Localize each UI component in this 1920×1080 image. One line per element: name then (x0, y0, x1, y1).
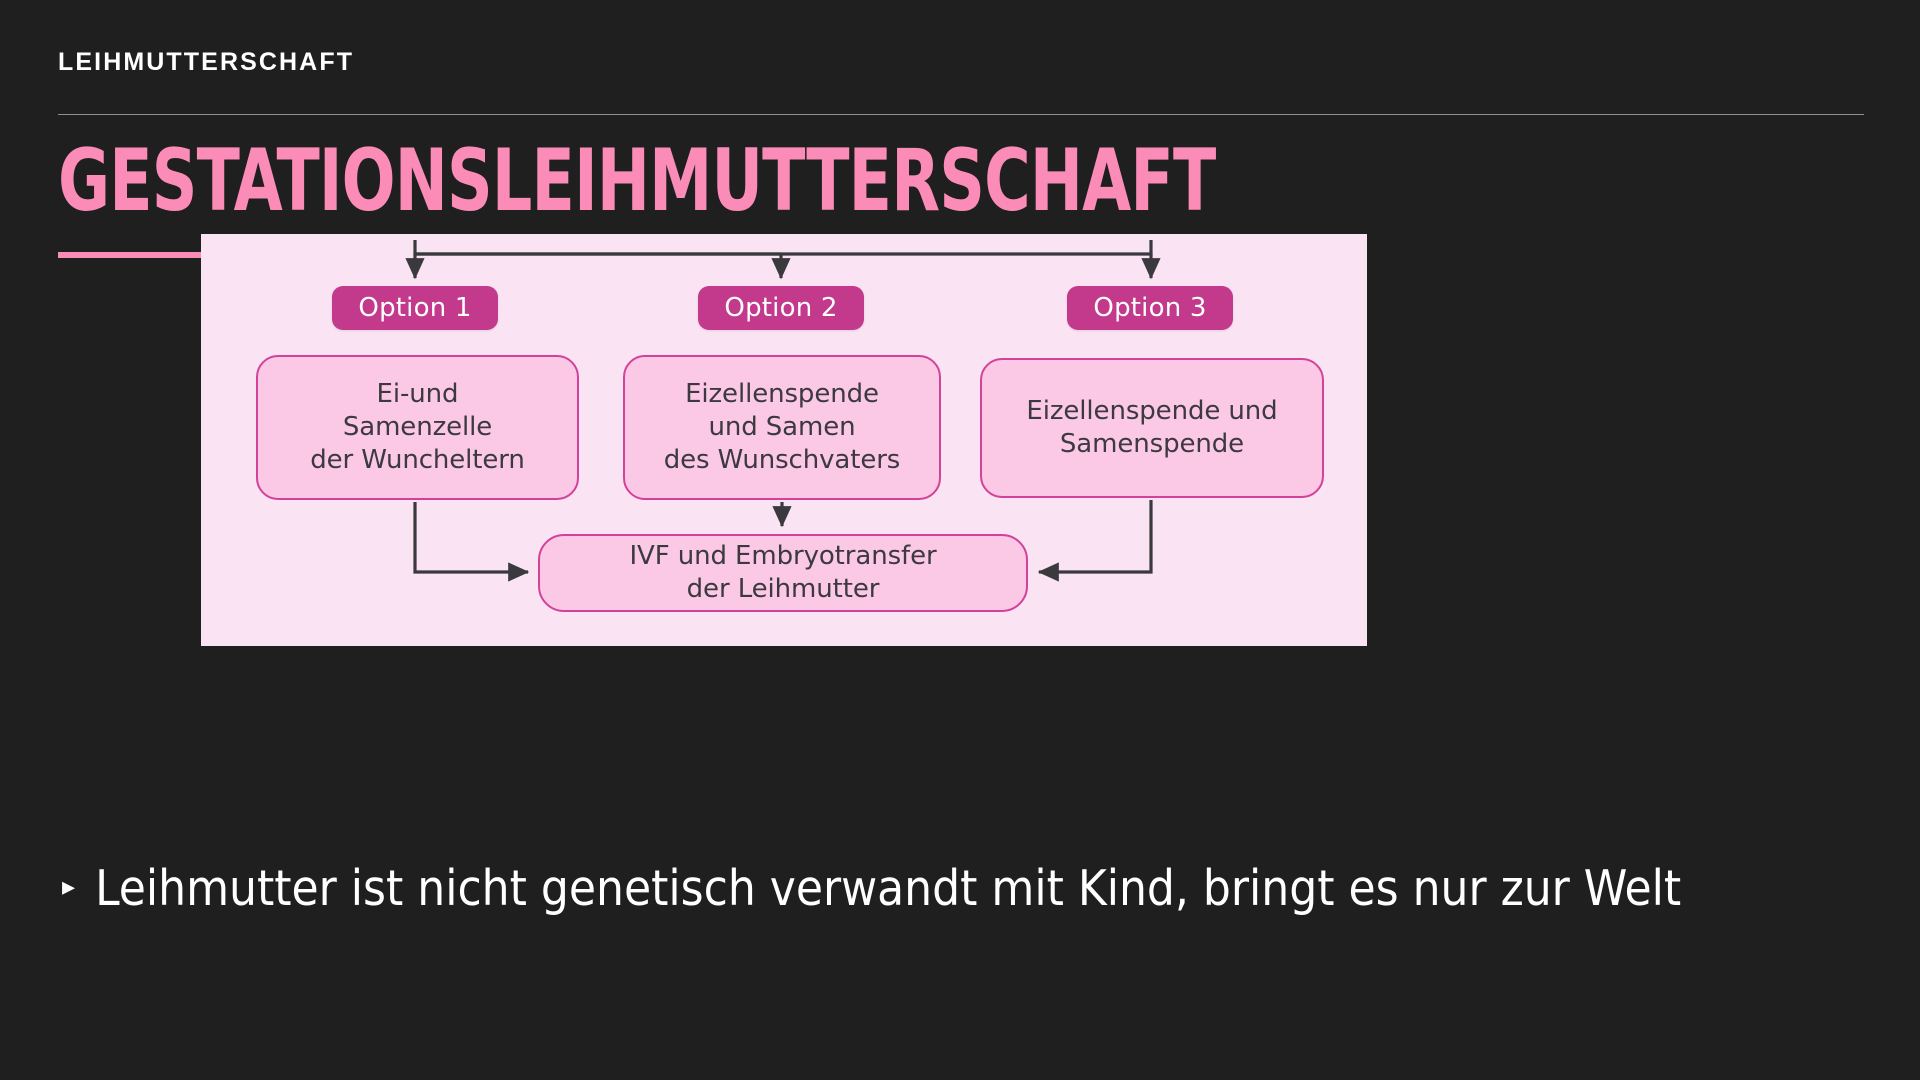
page-title: GESTATIONSLEIHMUTTERSCHAFT (58, 131, 1216, 231)
slide-eyebrow: LEIHMUTTERSCHAFT (58, 48, 355, 76)
option-1-pill: Option 1 (332, 286, 498, 330)
page-title-wrapper: GESTATIONSLEIHMUTTERSCHAFT (58, 131, 1258, 231)
option-3-pill: Option 3 (1067, 286, 1233, 330)
option-2-pill: Option 2 (698, 286, 864, 330)
header-divider (58, 114, 1864, 115)
bullet-arrow-icon: ▸ (62, 871, 76, 901)
bullet-item-text: Leihmutter ist nicht genetisch verwandt … (95, 860, 1682, 917)
bullet-list: ▸ Leihmutter ist nicht genetisch verwand… (62, 855, 1862, 923)
